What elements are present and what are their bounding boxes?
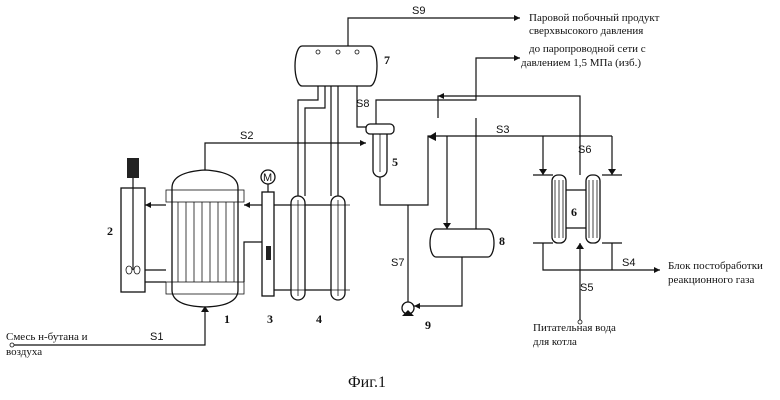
motor-label: M [263, 172, 272, 184]
label-to-steam-network-2: давлением 1,5 МПа (изб.) [521, 57, 641, 69]
label-post-treatment: Блок постобработки [668, 260, 763, 272]
salt-tank-2 [121, 158, 145, 292]
stream-s6: S6 [578, 144, 591, 156]
equip-num-7: 7 [384, 53, 390, 67]
equip-num-3: 3 [267, 312, 273, 326]
gas-cooler-5 [366, 124, 394, 177]
deaerator-8 [430, 229, 494, 257]
label-steam-byproduct: Паровой побочный продукт [529, 12, 660, 24]
heat-exchangers-4 [283, 196, 350, 300]
equip-num-5: 5 [392, 155, 398, 169]
label-feed-mix-2: воздуха [6, 346, 42, 358]
stream-s9: S9 [412, 5, 425, 17]
equip-num-9: 9 [425, 318, 431, 332]
equip-num-2: 2 [107, 224, 113, 238]
equip-num-4: 4 [316, 312, 322, 326]
stream-s1: S1 [150, 331, 163, 343]
stream-s3: S3 [496, 124, 509, 136]
equip-num-1: 1 [224, 312, 230, 326]
stream-s2: S2 [240, 130, 253, 142]
label-feed-mix: Смесь н-бутана и [6, 331, 88, 343]
stream-s8: S8 [356, 98, 369, 110]
label-boiler-water-2: для котла [533, 336, 577, 348]
label-boiler-water: Питательная вода [533, 322, 616, 334]
equip-num-8: 8 [499, 234, 505, 248]
reactor-1 [166, 170, 244, 307]
feedwater-pump-9 [402, 302, 414, 316]
label-to-steam-network: до паропроводной сети с [529, 43, 646, 55]
label-post-treatment-2: реакционного газа [668, 274, 755, 286]
figure-caption: Фиг.1 [348, 374, 386, 391]
stream-s7: S7 [391, 257, 404, 269]
label-steam-byproduct-2: сверхвысокого давления [529, 25, 643, 37]
stream-s5: S5 [580, 282, 593, 294]
stream-s4: S4 [622, 257, 635, 269]
steam-drum-7 [295, 46, 377, 86]
salt-pump-3: M [261, 170, 275, 296]
equip-num-6: 6 [571, 205, 577, 219]
